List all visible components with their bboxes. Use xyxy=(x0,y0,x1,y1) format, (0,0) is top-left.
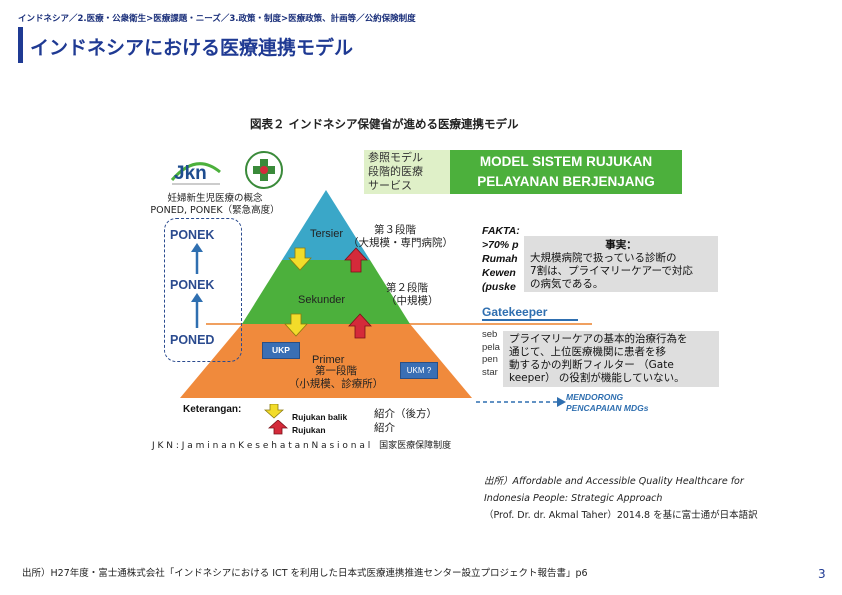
reference-model-label: 参照モデル 段階的医療 サービス xyxy=(364,150,450,194)
poned-concept-line: PONED, PONEK（緊急高度） xyxy=(150,205,280,216)
page-title: インドネシアにおける医療連携モデル xyxy=(30,37,354,59)
gatekeeper-label: Gatekeeper xyxy=(482,305,548,319)
fact-callout-line: 大規模病院で扱っている診断の xyxy=(530,252,677,264)
breadcrumb: インドネシア／2.医療・公衆衛生>医療課題・ニーズ／3.政策・制度>医療政策、計… xyxy=(18,14,416,24)
mdg-label: MENDORONG PENCAPAIAN MDGs xyxy=(566,392,649,414)
primary-care-callout-line: 動するかの判断フィルター （Gate xyxy=(509,359,674,371)
seb-line: pen xyxy=(482,354,498,365)
legend-title: Keterangan: xyxy=(183,404,242,415)
tier-tersier-jp-line: 第３段階 xyxy=(374,224,416,236)
tier-tersier-jp-label: 第３段階 （大規模・専門病院） xyxy=(348,224,453,250)
up-arrow-icon xyxy=(348,313,372,339)
reference-model-line: サービス xyxy=(368,179,412,192)
legend-back-label: Rujukan balik xyxy=(292,412,348,422)
seb-line: seb xyxy=(482,329,498,340)
poned-concept-line: 妊婦新生児医療の概念 xyxy=(167,193,263,204)
up-arrow-icon xyxy=(191,293,203,328)
fact-callout-line: の病気である。 xyxy=(530,278,604,290)
fakta-text: FAKTA: >70% p Rumah Kewen (puske xyxy=(482,224,520,294)
primary-care-callout-line: keeper） の役割が機能していない。 xyxy=(509,372,685,384)
primary-care-callout-box: プライマリーケアの基本的治療行為を 通じて、上位医療機関に患者を移 動するかの判… xyxy=(503,331,719,387)
tier-primer-jp-line: （小規模、診療所） xyxy=(288,378,384,390)
seb-line: pela xyxy=(482,341,500,353)
figure-source: 出所）Affordable and Accessible Quality Hea… xyxy=(484,473,758,524)
fact-callout-title: 事実： xyxy=(605,239,637,251)
title-accent-bar xyxy=(18,27,23,63)
tier-tersier-label: Tersier xyxy=(310,228,344,240)
mdg-line: PENCAPAIAN MDGs xyxy=(566,403,649,413)
jkn-logo: Jkn xyxy=(170,162,221,185)
fact-callout-box: 事実： 大規模病院で扱っている診断の 7割は、プライマリーケアーで対応 の病気で… xyxy=(524,236,718,292)
page-number: 3 xyxy=(818,567,826,581)
jkn-definition-en: J K N : J a m i n a n K e s e h a t a n … xyxy=(152,441,371,451)
fakta-line: >70% p xyxy=(482,239,519,251)
fact-callout-line: 7割は、プライマリーケアーで対応 xyxy=(530,265,693,277)
down-arrow-icon xyxy=(264,404,284,419)
mdg-dashed-arrow xyxy=(476,397,566,407)
fakta-line: Kewen xyxy=(482,267,516,279)
tier-primer-jp-line: 第一段階 xyxy=(315,365,357,377)
level-poned: PONED xyxy=(170,333,215,347)
primary-care-callout-line: 通じて、上位医療機関に患者を移 xyxy=(509,346,666,358)
level-ponek-top: PONEK xyxy=(170,228,215,242)
ukp-box: UKP xyxy=(262,342,300,359)
tier-sekunder-jp-line: 第２段階 xyxy=(386,282,428,294)
figure-source-line: Indonesia People: Strategic Approach xyxy=(484,493,663,504)
poned-concept-label: 妊婦新生児医療の概念 PONED, PONEK（緊急高度） xyxy=(140,193,290,217)
model-banner: MODEL SISTEM RUJUKAN PELAYANAN BERJENJAN… xyxy=(450,150,682,194)
reference-model-line: 参照モデル xyxy=(368,151,423,164)
jkn-definition: J K N : J a m i n a n K e s e h a t a n … xyxy=(152,438,451,451)
fakta-line: Rumah xyxy=(482,253,518,265)
level-ponek-middle: PONEK xyxy=(170,278,215,292)
legend-up-jp-label: 紹介 xyxy=(374,422,395,434)
seb-line: star xyxy=(482,366,498,378)
figure-source-line: 出所）Affordable and Accessible Quality Hea… xyxy=(484,476,744,487)
ministry-of-health-logo xyxy=(245,151,283,189)
poned-ponek-dashed-box xyxy=(164,218,242,362)
tier-primer-jp-label: 第一段階 （小規模、診療所） xyxy=(280,365,392,391)
jkn-definition-jp: 国家医療保障制度 xyxy=(379,441,452,451)
tier-sekunder-jp-line: （中規模） xyxy=(386,295,439,307)
legend-back-jp-label: 紹介（後方） xyxy=(374,408,437,420)
jkn-logo-text: Jkn xyxy=(174,163,207,184)
reference-model-line: 段階的医療 xyxy=(368,165,423,178)
mdg-line: MENDORONG xyxy=(566,392,624,402)
referral-pyramid xyxy=(180,190,472,398)
down-arrow-icon xyxy=(288,247,312,271)
tier-sekunder-label: Sekunder xyxy=(298,294,346,306)
gatekeeper-underline xyxy=(482,319,578,321)
tier-primer-shape xyxy=(180,324,472,398)
seb-text: seb pela pen star xyxy=(482,329,500,379)
legend-up-label: Rujukan xyxy=(292,425,326,435)
tier-tersier-shape xyxy=(282,190,370,260)
up-arrow-icon xyxy=(268,420,288,435)
tier-sekunder-shape xyxy=(242,260,410,324)
model-banner-line: MODEL SISTEM RUJUKAN xyxy=(479,154,653,169)
up-arrow-icon xyxy=(191,243,203,274)
primary-care-callout-line: プライマリーケアの基本的治療行為を xyxy=(509,333,688,345)
up-arrow-icon xyxy=(344,247,368,273)
tier-primer-label: Primer xyxy=(312,354,345,366)
fakta-line: FAKTA: xyxy=(482,225,520,237)
figure-caption: 図表２ インドネシア保健省が進める医療連携モデル xyxy=(250,117,519,131)
footer-source: 出所）H27年度・富士通株式会社「インドネシアにおける ICT を利用した日本式… xyxy=(22,568,588,579)
tier-sekunder-jp-label: 第２段階 （中規模） xyxy=(386,282,439,308)
model-banner-line: PELAYANAN BERJENJANG xyxy=(477,174,655,189)
down-arrow-icon xyxy=(284,313,308,337)
figure-source-line: （Prof. Dr. dr. Akmal Taher）2014.8 を基に富士通… xyxy=(484,510,758,521)
ukm-box: UKM ? xyxy=(400,362,438,379)
fakta-line: (puske xyxy=(482,281,516,293)
tier-tersier-jp-line: （大規模・専門病院） xyxy=(348,237,453,249)
